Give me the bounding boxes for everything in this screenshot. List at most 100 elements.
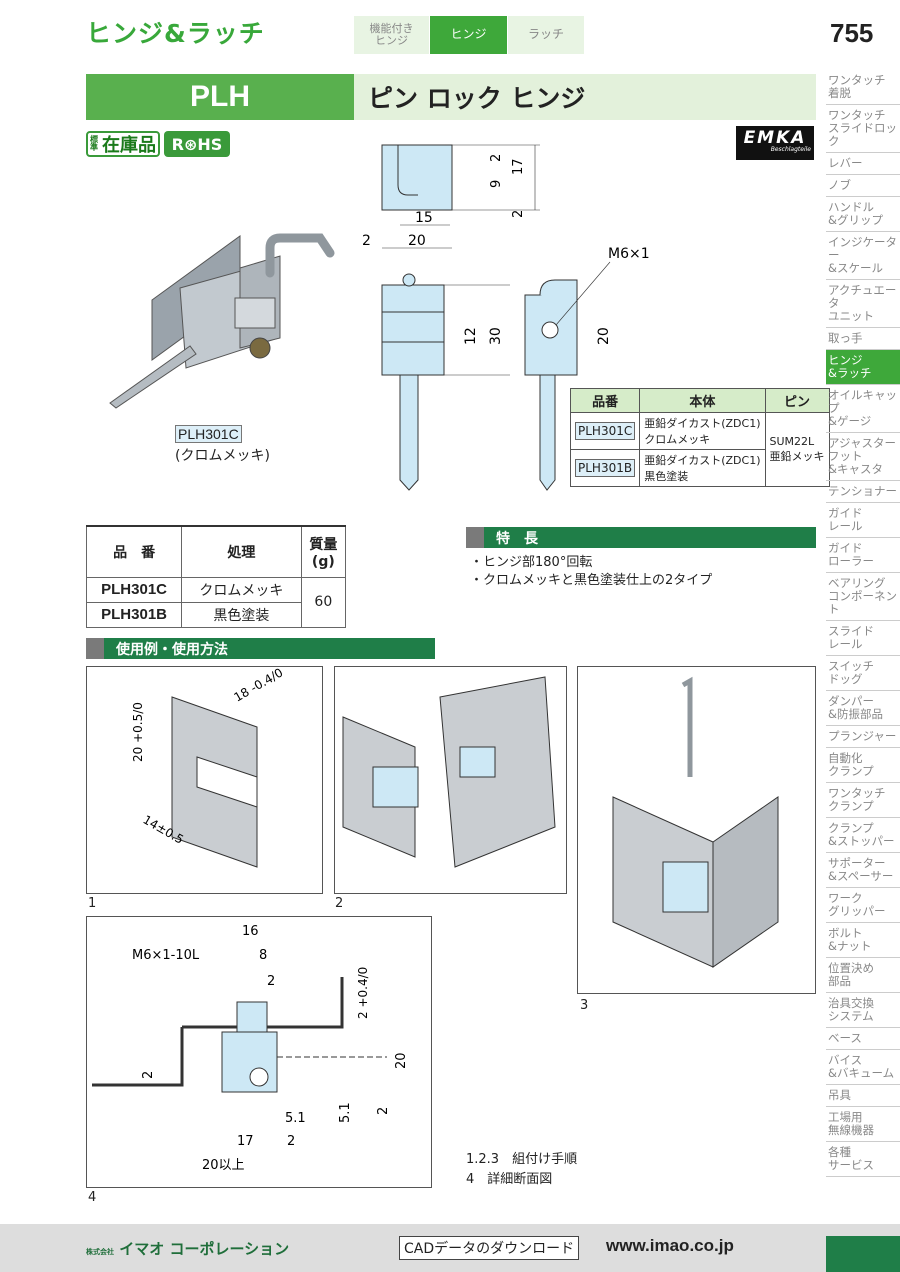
fig4-dim-m6: M6×1-10L: [132, 948, 200, 963]
product-name: ピン ロック ヒンジ: [354, 74, 816, 120]
feature-item: ・クロムメッキと黒色塗装仕上の2タイプ: [470, 573, 713, 588]
website-link[interactable]: www.imao.co.jp: [606, 1236, 734, 1255]
col-header-body: 本体: [639, 388, 766, 413]
fig4-dim-5-1-vert: 5.1: [338, 1102, 353, 1123]
dim-front-12: 12: [463, 327, 479, 345]
fig2-number: 2: [335, 896, 344, 911]
sidebar-item[interactable]: ハンドル &グリップ: [826, 197, 900, 232]
dim-side-20: 20: [596, 327, 612, 345]
figure-1: 18 -0.4/0 20 +0.5/0 14±0.5: [86, 665, 323, 894]
sidebar-item[interactable]: スライド レール: [826, 621, 900, 656]
footer-accent: [826, 1236, 900, 1272]
row-code: PLH301B: [85, 601, 183, 628]
sidebar-item[interactable]: レバー: [826, 153, 900, 175]
sidebar-item[interactable]: 治具交換 システム: [826, 993, 900, 1028]
fig4-dim-5-1: 5.1: [285, 1111, 306, 1126]
sidebar-item[interactable]: ワンタッチ 着脱: [826, 70, 900, 105]
sidebar-item[interactable]: サポーター &スペーサー: [826, 853, 900, 888]
sidebar-item[interactable]: ボルト &ナット: [826, 923, 900, 958]
sidebar-item[interactable]: ワンタッチ クランプ: [826, 783, 900, 818]
sidebar-item[interactable]: ワンタッチ スライドロック: [826, 105, 900, 153]
figure-2: [334, 666, 567, 894]
sidebar-item[interactable]: プランジャー: [826, 726, 900, 748]
sidebar-item[interactable]: インジケーター &スケール: [826, 232, 900, 280]
table-row: PLH301B 亜鉛ダイカスト(ZDC1) 黒色塗装: [569, 449, 830, 487]
sidebar-item[interactable]: アクチュエータ ユニット: [826, 280, 900, 328]
sidebar-item[interactable]: ベアリング コンポーネント: [826, 573, 900, 621]
col-header-mass: 質量 (g): [300, 525, 347, 578]
sidebar-item[interactable]: 各種 サービス: [826, 1142, 900, 1177]
tab-label: ヒンジ: [450, 27, 487, 42]
figure-4: 16 M6×1-10L 8 2 2 +0.4/0 20 2 5.1 2 5.1 …: [86, 916, 432, 1188]
row-code: PLH301B: [575, 459, 636, 477]
sidebar-item[interactable]: 自動化 クランプ: [826, 748, 900, 783]
dim-top-17: 17: [511, 158, 526, 175]
sidebar-item[interactable]: ノブ: [826, 175, 900, 197]
fig4-dim-2c: 2: [376, 1107, 391, 1115]
product-photo: [109, 233, 335, 409]
stock-badge: 標準 在庫品: [86, 131, 160, 157]
features-heading: 特 長: [466, 527, 816, 548]
sidebar-item[interactable]: ベース: [826, 1028, 900, 1050]
dim-top-15: 15: [415, 210, 433, 226]
material-table: 品番 本体 ピン PLH301C 亜鉛ダイカスト(ZDC1) クロムメッキ SU…: [569, 388, 830, 487]
sidebar-item[interactable]: バイス &バキューム: [826, 1050, 900, 1085]
product-code: PLH: [86, 74, 354, 120]
rohs-badge: R⊛HS: [164, 131, 230, 157]
sidebar-item[interactable]: ダンパー &防振部品: [826, 691, 900, 726]
sidebar-item[interactable]: ガイド ローラー: [826, 538, 900, 573]
category-title: ヒンジ&ラッチ: [86, 19, 265, 48]
sidebar-item[interactable]: 取っ手: [826, 328, 900, 350]
tab-latch[interactable]: ラッチ: [508, 16, 584, 54]
dim-top-20: 20: [408, 233, 426, 249]
photo-code: PLH301C: [175, 425, 242, 443]
row-treatment: クロムメッキ: [181, 576, 302, 603]
technical-drawing: 2 9 17 2 15 20 2 12 30 M6×1 20: [362, 144, 650, 491]
sidebar-item[interactable]: アジャスター フット &キャスタ: [826, 433, 900, 481]
sidebar-item[interactable]: テンショナー: [826, 481, 900, 503]
sidebar-item[interactable]: ワーク グリッパー: [826, 888, 900, 923]
mass-table: 品 番 処理 質量 (g) PLH301C クロムメッキ 60 PLH301B …: [85, 525, 347, 628]
sidebar-item[interactable]: スイッチ ドッグ: [826, 656, 900, 691]
sidebar-item[interactable]: 吊具: [826, 1085, 900, 1107]
fig4-dim-2a: 2: [267, 974, 275, 989]
brand-name: EMKA: [743, 128, 807, 148]
stock-badge-label: 在庫品: [102, 135, 156, 156]
sidebar-item[interactable]: 工場用 無線機器: [826, 1107, 900, 1142]
col-header-pin: ピン: [764, 388, 830, 413]
fig4-dim-20: 20: [394, 1052, 409, 1069]
dim-top-2: 2: [489, 154, 504, 162]
fig4-dim-2d: 2: [287, 1134, 295, 1149]
tab-hinge[interactable]: ヒンジ: [430, 16, 507, 54]
tab-functional-hinge[interactable]: 機能付き ヒンジ: [354, 16, 429, 54]
usage-title: 使用例・使用方法: [116, 641, 228, 658]
company-name: 株式会社 イマオ コーポレーション: [86, 1238, 289, 1259]
heading-mark: [466, 527, 484, 548]
sidebar-item[interactable]: ヒンジ &ラッチ: [826, 350, 900, 385]
fig4-dim-20min: 20以上: [202, 1158, 245, 1173]
col-header-code: 品 番: [85, 525, 183, 578]
sidebar-item[interactable]: 位置決め 部品: [826, 958, 900, 993]
tab-label: ラッチ: [527, 27, 564, 42]
usage-notes: 1.2.3 組付け手順 4 詳細断面図: [466, 1150, 577, 1190]
table-row: PLH301C 亜鉛ダイカスト(ZDC1) クロムメッキ SUM22L 亜鉛メッ…: [569, 412, 830, 487]
dim-top-2c: 2: [362, 233, 371, 249]
page-number: 755: [830, 18, 874, 48]
col-header-treatment: 処理: [181, 525, 302, 578]
company-label: イマオ コーポレーション: [119, 1240, 290, 1258]
dim-top-9: 9: [489, 180, 504, 188]
sidebar-item[interactable]: オイルキャップ &ゲージ: [826, 385, 900, 433]
usage-heading: 使用例・使用方法: [86, 638, 435, 659]
category-sidebar: ワンタッチ 着脱ワンタッチ スライドロックレバーノブハンドル &グリップインジケ…: [826, 70, 900, 1177]
sidebar-item[interactable]: ガイド レール: [826, 503, 900, 538]
fig1-dim-20: 20 +0.5/0: [131, 702, 145, 762]
row-treatment: 黒色塗装: [181, 601, 302, 628]
fig4-dim-2tol: 2 +0.4/0: [356, 967, 370, 1019]
stock-badge-small: 標準: [90, 135, 98, 152]
table-row: PLH301B 黒色塗装: [85, 601, 346, 628]
cad-download-button[interactable]: CADデータのダウンロード: [399, 1236, 580, 1260]
row-body: 亜鉛ダイカスト(ZDC1) 黒色塗装: [639, 449, 766, 487]
company-small: 株式会社: [86, 1248, 114, 1256]
sidebar-item[interactable]: クランプ &ストッパー: [826, 818, 900, 853]
